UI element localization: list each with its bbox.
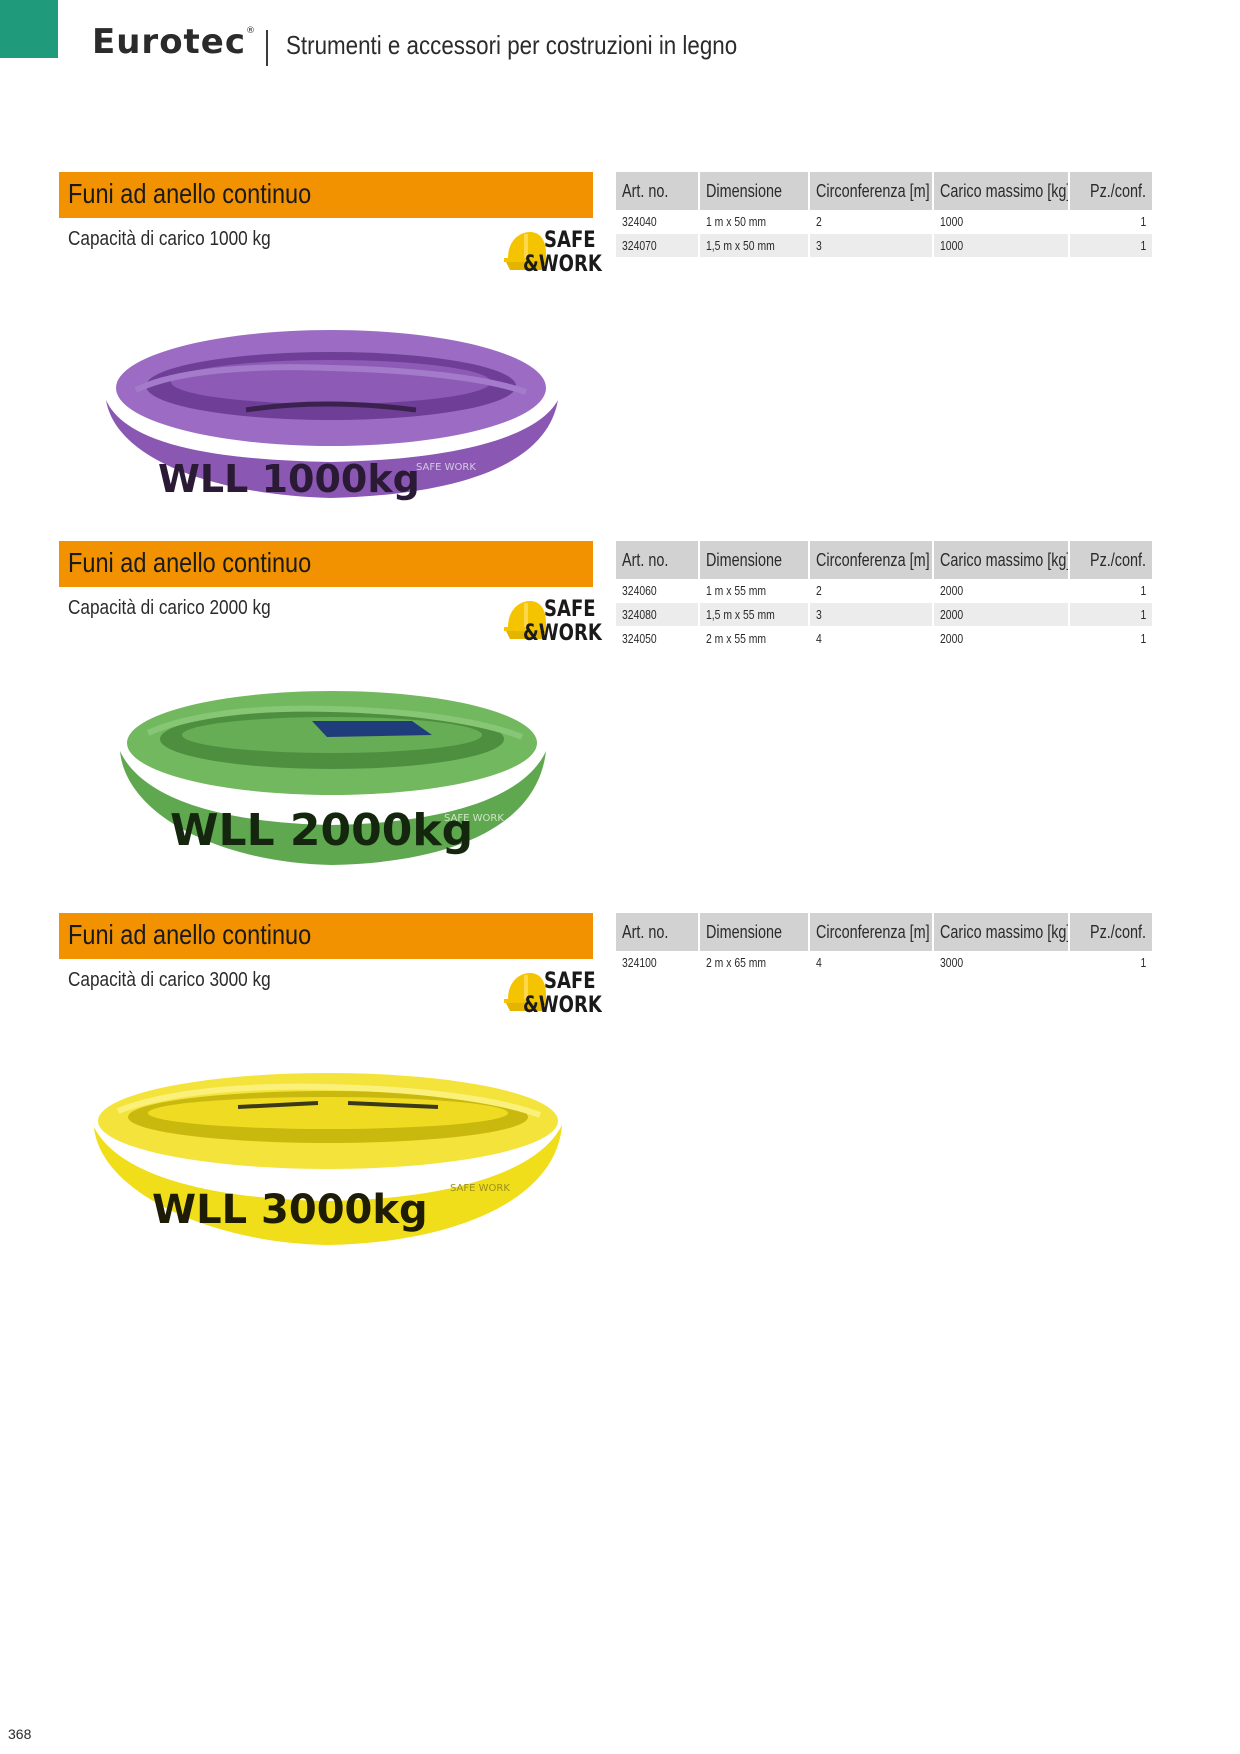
table-header-row: Art. no. Dimensione Circonferenza [m] Ca… — [616, 913, 1152, 951]
cell-dimension: 1,5 m x 50 mm — [698, 234, 808, 258]
cell-dimension: 1,5 m x 55 mm — [698, 603, 808, 627]
section-title: Funi ad anello continuo — [68, 547, 312, 578]
sling-image-green: WLL 2000kg SAFE WORK — [120, 691, 546, 865]
cell-circumference: 4 — [808, 951, 932, 975]
col-dimension: Dimensione — [698, 913, 808, 951]
col-pcs: Pz./conf. — [1068, 541, 1152, 579]
col-art-no: Art. no. — [616, 172, 698, 210]
load-capacity: Capacità di carico 3000 kg — [68, 969, 271, 991]
cell-pcs: 1 — [1068, 603, 1152, 627]
table-row: 324040 1 m x 50 mm 2 1000 1 — [616, 210, 1152, 234]
col-dimension: Dimensione — [698, 172, 808, 210]
cell-art-no: 324070 — [616, 234, 698, 258]
helmet-icon — [504, 973, 548, 1011]
sling-logo-mark: SAFE WORK — [450, 1183, 510, 1194]
sling-image-purple: WLL 1000kg SAFE WORK — [106, 330, 558, 501]
section-title: Funi ad anello continuo — [68, 178, 312, 209]
col-circumference: Circonferenza [m] — [808, 541, 932, 579]
col-art-no: Art. no. — [616, 913, 698, 951]
cell-max-load: 1000 — [932, 210, 1068, 234]
col-max-load: Carico massimo [kg] — [932, 913, 1068, 951]
table-header-row: Art. no. Dimensione Circonferenza [m] Ca… — [616, 541, 1152, 579]
brand-logo: Eurotec® — [92, 22, 256, 62]
col-max-load: Carico massimo [kg] — [932, 172, 1068, 210]
cell-pcs: 1 — [1068, 234, 1152, 258]
cell-max-load: 2000 — [932, 627, 1068, 651]
safe-work-logo: SAFE &WORK — [502, 595, 602, 649]
cell-max-load: 3000 — [932, 951, 1068, 975]
cell-pcs: 1 — [1068, 951, 1152, 975]
sling-logo-mark: SAFE WORK — [444, 813, 504, 824]
brand-name: Eurotec — [92, 22, 247, 62]
cell-dimension: 1 m x 50 mm — [698, 210, 808, 234]
section-title-bar: Funi ad anello continuo — [59, 541, 593, 587]
helmet-icon — [504, 601, 548, 639]
cell-pcs: 1 — [1068, 210, 1152, 234]
cell-max-load: 1000 — [932, 234, 1068, 258]
col-pcs: Pz./conf. — [1068, 172, 1152, 210]
safe-logo-line2: &WORK — [523, 621, 602, 646]
sling-logo-mark: SAFE WORK — [416, 462, 476, 473]
col-circumference: Circonferenza [m] — [808, 913, 932, 951]
safe-logo-line1: SAFE — [544, 228, 596, 253]
cell-circumference: 2 — [808, 579, 932, 603]
safe-logo-line1: SAFE — [544, 969, 596, 994]
helmet-icon — [504, 232, 548, 270]
cell-art-no: 324100 — [616, 951, 698, 975]
cell-circumference: 4 — [808, 627, 932, 651]
section-title-bar: Funi ad anello continuo — [59, 913, 593, 959]
cell-max-load: 2000 — [932, 579, 1068, 603]
col-art-no: Art. no. — [616, 541, 698, 579]
cell-dimension: 2 m x 65 mm — [698, 951, 808, 975]
cell-art-no: 324040 — [616, 210, 698, 234]
cell-circumference: 2 — [808, 210, 932, 234]
cell-pcs: 1 — [1068, 627, 1152, 651]
safe-logo-line2: &WORK — [523, 252, 602, 277]
load-capacity: Capacità di carico 2000 kg — [68, 597, 271, 619]
page-number: 368 — [8, 1726, 32, 1742]
safe-work-logo: SAFE &WORK — [502, 967, 602, 1021]
table-header-row: Art. no. Dimensione Circonferenza [m] Ca… — [616, 172, 1152, 210]
table-row: 324100 2 m x 65 mm 4 3000 1 — [616, 951, 1152, 975]
section-title-bar: Funi ad anello continuo — [59, 172, 593, 218]
safe-logo-line2: &WORK — [523, 993, 602, 1018]
spec-table: Art. no. Dimensione Circonferenza [m] Ca… — [616, 913, 1152, 975]
cell-pcs: 1 — [1068, 579, 1152, 603]
cell-max-load: 2000 — [932, 603, 1068, 627]
header-divider — [266, 30, 268, 66]
corner-tab — [0, 0, 58, 58]
spec-table: Art. no. Dimensione Circonferenza [m] Ca… — [616, 172, 1152, 258]
load-capacity: Capacità di carico 1000 kg — [68, 228, 271, 250]
col-max-load: Carico massimo [kg] — [932, 541, 1068, 579]
sling-label: WLL 1000kg — [158, 457, 420, 501]
col-circumference: Circonferenza [m] — [808, 172, 932, 210]
sling-label: WLL 3000kg — [152, 1187, 428, 1233]
table-row: 324060 1 m x 55 mm 2 2000 1 — [616, 579, 1152, 603]
registered-mark: ® — [246, 26, 257, 36]
cell-circumference: 3 — [808, 234, 932, 258]
spec-table: Art. no. Dimensione Circonferenza [m] Ca… — [616, 541, 1152, 651]
safe-work-logo: SAFE &WORK — [502, 226, 602, 280]
cell-art-no: 324050 — [616, 627, 698, 651]
sling-label: WLL 2000kg — [170, 805, 473, 856]
table-row: 324070 1,5 m x 50 mm 3 1000 1 — [616, 234, 1152, 258]
col-pcs: Pz./conf. — [1068, 913, 1152, 951]
col-dimension: Dimensione — [698, 541, 808, 579]
cell-dimension: 1 m x 55 mm — [698, 579, 808, 603]
section-title: Funi ad anello continuo — [68, 919, 312, 950]
page-subtitle: Strumenti e accessori per costruzioni in… — [286, 30, 738, 60]
cell-art-no: 324060 — [616, 579, 698, 603]
table-row: 324080 1,5 m x 55 mm 3 2000 1 — [616, 603, 1152, 627]
safe-logo-line1: SAFE — [544, 597, 596, 622]
cell-circumference: 3 — [808, 603, 932, 627]
sling-image-yellow: WLL 3000kg SAFE WORK — [94, 1073, 562, 1245]
cell-dimension: 2 m x 55 mm — [698, 627, 808, 651]
cell-art-no: 324080 — [616, 603, 698, 627]
table-row: 324050 2 m x 55 mm 4 2000 1 — [616, 627, 1152, 651]
